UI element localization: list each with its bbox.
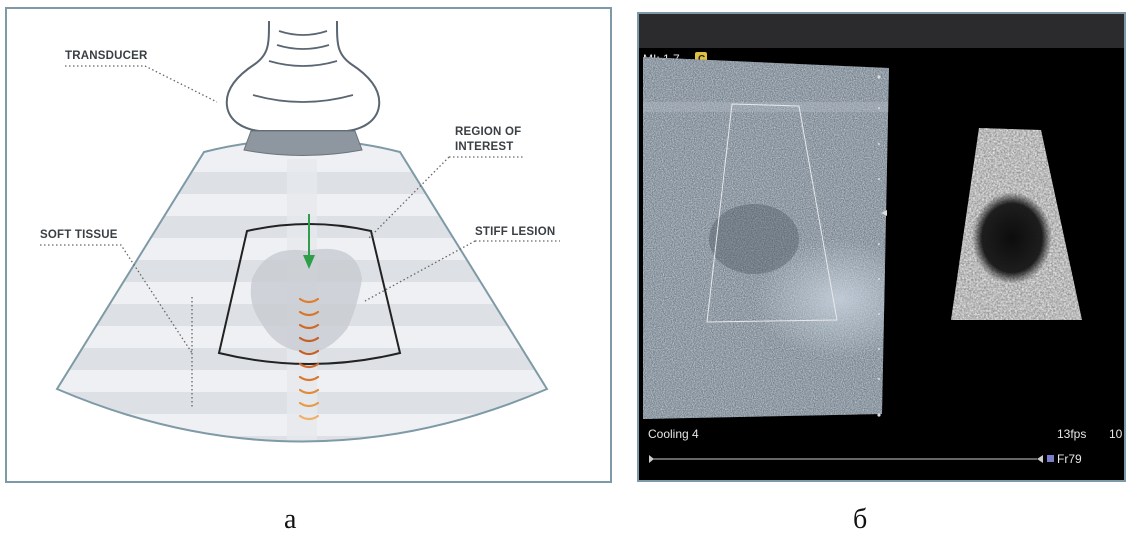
ultrasound-screen: MI: 1.7 C — [637, 12, 1126, 482]
lesion-dark-area — [972, 192, 1052, 284]
caption-a: а — [284, 506, 296, 534]
top-bar — [639, 14, 1124, 48]
label-stiff-lesion: STIFF LESION — [475, 226, 555, 238]
caption-b: б — [853, 506, 867, 534]
b-mode-image — [639, 54, 924, 424]
ultrasound-canvas: MI: 1.7 C — [639, 14, 1124, 480]
elastography-image — [944, 124, 1089, 324]
right-edge-label: 10 — [1109, 427, 1123, 441]
frame-label: Fr79 — [1057, 452, 1082, 466]
diagram-canvas: TRANSDUCER REGION OF INTEREST SOFT TISSU… — [7, 9, 610, 481]
label-region-of-interest-1: REGION OF — [455, 126, 521, 138]
label-transducer: TRANSDUCER — [65, 50, 148, 62]
cooling-label: Cooling 4 — [648, 427, 699, 441]
elastography-diagram: TRANSDUCER REGION OF INTEREST SOFT TISSU… — [5, 7, 612, 483]
label-region-of-interest-2: INTEREST — [455, 141, 513, 153]
transducer — [227, 21, 380, 156]
cine-bar — [649, 455, 1054, 463]
fps-label: 13fps — [1057, 427, 1086, 441]
label-soft-tissue: SOFT TISSUE — [40, 229, 118, 241]
